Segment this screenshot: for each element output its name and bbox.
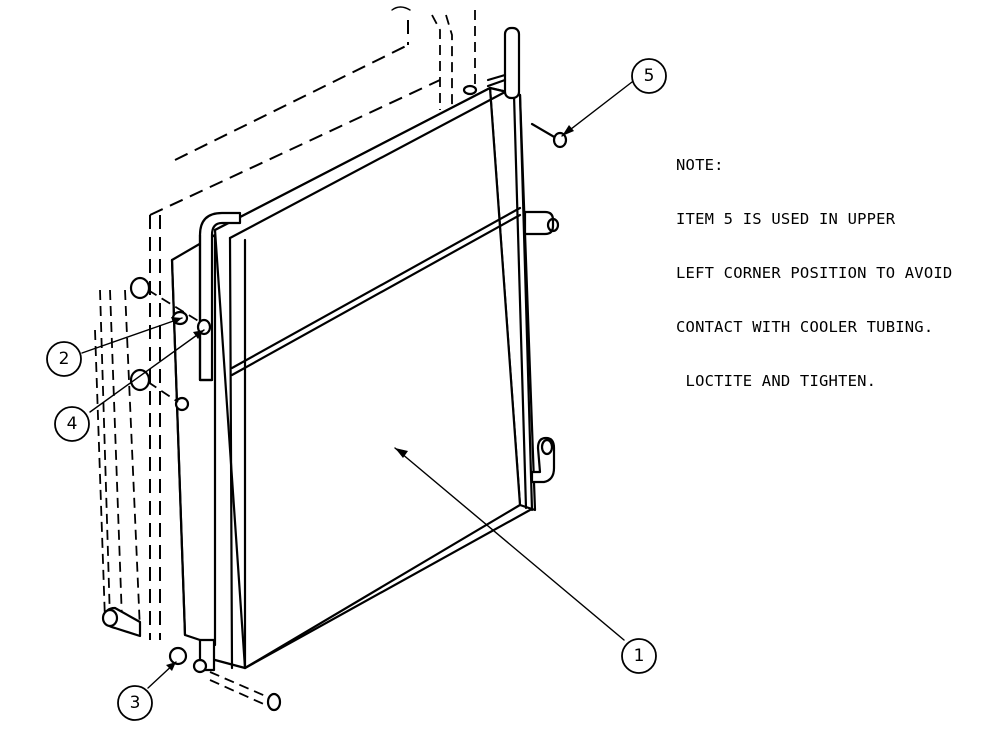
item-5-screw [530,122,568,149]
top-right-tube [462,26,521,100]
assembly-note: NOTE: ITEM 5 IS USED IN UPPER LEFT CORNE… [676,120,952,408]
cooler-core [213,86,537,670]
left-hardware [101,276,282,712]
balloon-item-2: 2 [46,341,82,377]
balloon-item-3-label: 3 [130,693,141,713]
balloon-item-4-label: 4 [67,414,78,434]
balloon-item-3: 3 [117,685,153,721]
balloon-item-4: 4 [54,406,90,442]
note-line: LEFT CORNER POSITION TO AVOID [676,264,953,282]
note-line: ITEM 5 IS USED IN UPPER [676,210,896,228]
balloon-item-1-label: 1 [634,646,645,666]
note-line: CONTACT WITH COOLER TUBING. [676,318,934,336]
balloon-item-5: 5 [631,58,667,94]
balloon-item-2-label: 2 [59,349,70,369]
leader-lines [81,81,633,689]
note-line: LOCTITE AND TIGHTEN. [676,372,877,390]
right-fittings [523,210,560,484]
phantom-frame [94,6,476,640]
note-heading: NOTE: [676,156,724,174]
balloon-item-1: 1 [621,638,657,674]
balloon-item-5-label: 5 [644,66,655,86]
